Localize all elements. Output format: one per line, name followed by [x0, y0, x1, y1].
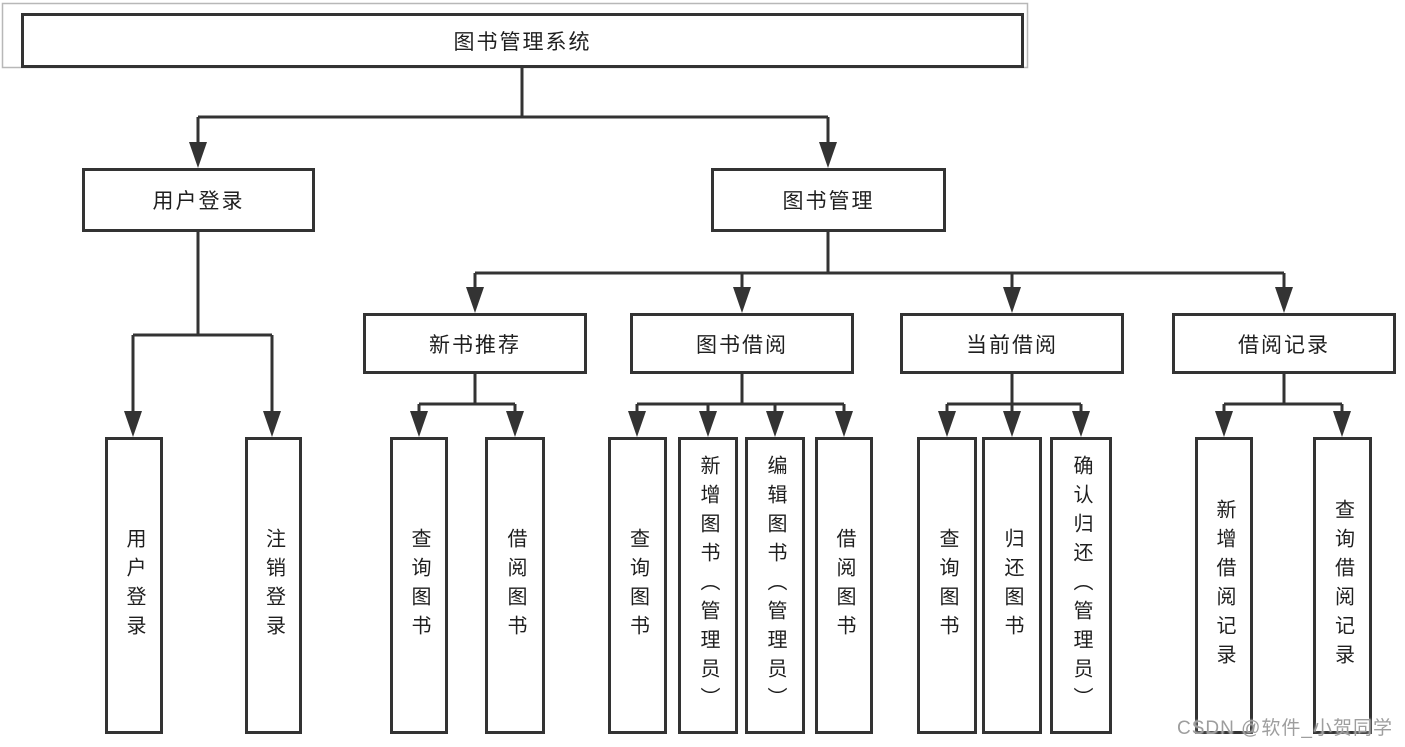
node-leaf-edit-book-admin-label: 编辑图书（管理员） [764, 455, 786, 716]
csdn-watermark: CSDN @软件_小贺同学 [1177, 718, 1393, 739]
node-root-label: 图书管理系统 [453, 30, 592, 54]
node-leaf-logout: 注销登录 [245, 437, 302, 734]
node-leaf-return-books-label: 归还图书 [1001, 527, 1023, 644]
node-book-borrowing-label: 图书借阅 [696, 333, 788, 357]
node-book-management-label: 图书管理 [782, 190, 875, 213]
node-book-management: 图书管理 [711, 168, 946, 232]
node-current-borrowing: 当前借阅 [900, 313, 1124, 374]
node-leaf-query-books-borrowing-label: 查询图书 [626, 527, 649, 644]
node-borrowing-records: 借阅记录 [1172, 313, 1396, 374]
node-leaf-borrow-books-label: 借阅图书 [833, 527, 855, 644]
node-leaf-return-books: 归还图书 [982, 437, 1042, 734]
node-current-borrowing-label: 当前借阅 [966, 333, 1058, 357]
node-user-login-label: 用户登录 [152, 190, 245, 213]
node-leaf-query-books-recommend: 查询图书 [390, 437, 448, 734]
connector-paths [131, 68, 1344, 413]
node-book-borrowing: 图书借阅 [630, 313, 854, 374]
node-leaf-query-books-current-label: 查询图书 [936, 527, 958, 644]
node-new-book-recommend-label: 新书推荐 [429, 333, 521, 357]
node-leaf-query-books-recommend-label: 查询图书 [408, 527, 430, 644]
node-leaf-add-book-admin: 新增图书（管理员） [678, 437, 738, 734]
node-leaf-user-login: 用户登录 [105, 437, 163, 734]
node-leaf-add-book-admin-label: 新增图书（管理员） [697, 455, 719, 716]
node-user-login: 用户登录 [82, 168, 315, 232]
node-leaf-query-books-borrowing: 查询图书 [608, 437, 667, 734]
node-leaf-query-books-current: 查询图书 [917, 437, 977, 734]
node-root: 图书管理系统 [21, 13, 1024, 68]
node-leaf-query-borrow-record: 查询借阅记录 [1313, 437, 1372, 734]
node-leaf-borrow-books-recommend-label: 借阅图书 [504, 527, 526, 644]
node-leaf-edit-book-admin: 编辑图书（管理员） [745, 437, 805, 734]
arrowheads [124, 142, 1351, 437]
node-new-book-recommend: 新书推荐 [363, 313, 587, 374]
node-leaf-confirm-return-admin: 确认归还（管理员） [1050, 437, 1112, 734]
node-leaf-borrow-books: 借阅图书 [815, 437, 873, 734]
node-leaf-confirm-return-admin-label: 确认归还（管理员） [1070, 455, 1092, 716]
node-leaf-logout-label: 注销登录 [262, 527, 285, 644]
node-leaf-user-login-label: 用户登录 [123, 527, 145, 644]
node-borrowing-records-label: 借阅记录 [1238, 333, 1330, 357]
node-leaf-add-borrow-record-label: 新增借阅记录 [1213, 498, 1235, 673]
node-leaf-add-borrow-record: 新增借阅记录 [1195, 437, 1253, 734]
node-leaf-query-borrow-record-label: 查询借阅记录 [1331, 498, 1354, 673]
node-leaf-borrow-books-recommend: 借阅图书 [485, 437, 545, 734]
